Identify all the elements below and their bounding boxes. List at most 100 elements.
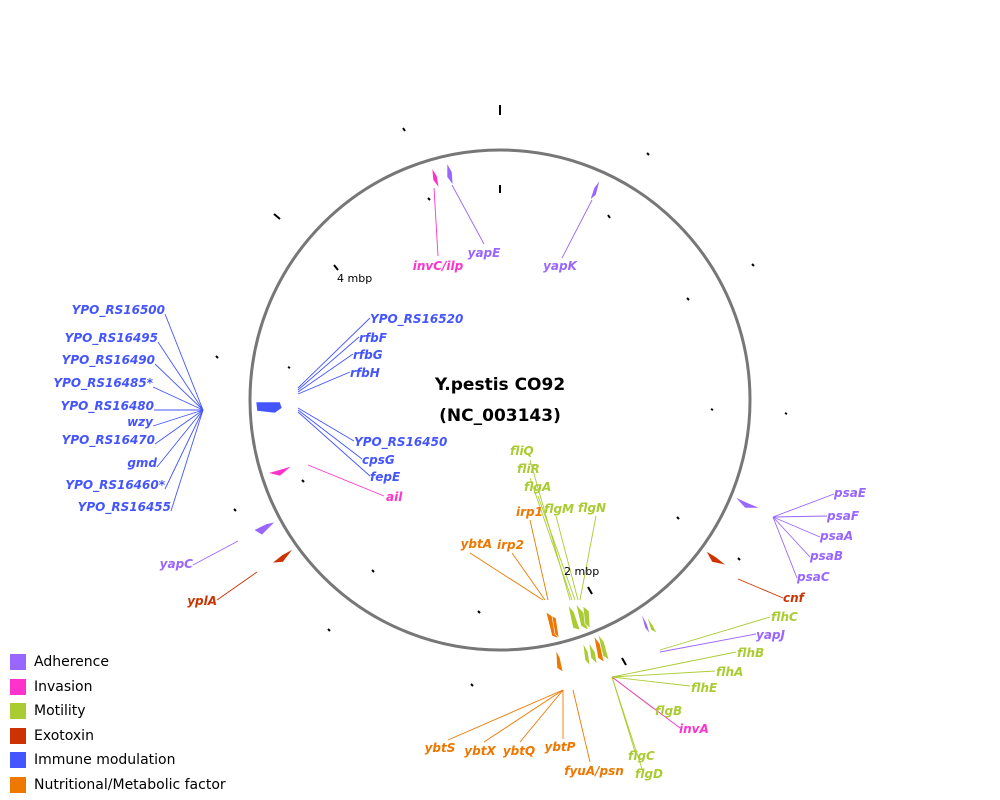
- scale-tick: [371, 569, 375, 573]
- scale-tick: [686, 297, 690, 301]
- scale-tick: [470, 683, 474, 687]
- gene-label: flgM: [544, 502, 574, 516]
- gene-label: ybtQ: [503, 744, 535, 758]
- scale-tick: [676, 516, 680, 520]
- gene-label: irp2: [497, 538, 524, 552]
- gene-feature: [253, 521, 276, 536]
- scale-tick: [710, 408, 714, 411]
- leader-line: [529, 477, 573, 601]
- gene-label: invC/ilp: [413, 259, 464, 273]
- gene-label: psaE: [833, 486, 867, 500]
- legend-swatch: [10, 678, 26, 695]
- scale-tick: [273, 213, 281, 220]
- legend-item-nutritional-metabolic: Nutritional/Metabolic factor: [10, 773, 226, 798]
- gene-label: YPO_RS16500: [72, 303, 165, 318]
- gene-feature: [431, 167, 440, 189]
- scale-tick: [402, 127, 406, 132]
- leader-line: [511, 552, 546, 601]
- gene-feature: [266, 465, 293, 477]
- gene-label: flhC: [771, 610, 798, 624]
- scale-tick: [607, 214, 611, 219]
- leader-line: [772, 516, 798, 579]
- legend-item-exotoxin: Exotoxin: [10, 724, 226, 749]
- gene-feature: [734, 496, 761, 509]
- leader-line: [297, 353, 354, 393]
- gene-label: yapC: [160, 557, 194, 571]
- leader-line: [154, 409, 204, 445]
- gene-label: yapK: [543, 259, 579, 273]
- legend-label: Motility: [34, 703, 86, 720]
- gene-label: rfbF: [359, 331, 388, 345]
- leader-line: [772, 516, 821, 538]
- leader-line: [611, 651, 737, 678]
- legend-label: Invasion: [34, 678, 93, 695]
- leader-line: [529, 519, 549, 601]
- leader-line: [772, 516, 811, 558]
- scale-tick: [784, 412, 788, 415]
- gene-feature: [446, 161, 454, 187]
- gene-label: psaB: [809, 549, 843, 563]
- gene-label: psaA: [819, 529, 853, 543]
- leader-line: [152, 386, 204, 411]
- gene-label: YPO_RS16490: [62, 353, 155, 368]
- gene-label: YPO_RS16480: [61, 399, 154, 414]
- leader-line: [297, 336, 360, 391]
- gene-label: flgC: [628, 749, 655, 763]
- leader-line: [164, 313, 204, 411]
- leader-line: [555, 515, 579, 601]
- gene-label: fepE: [370, 470, 401, 484]
- legend: Adherence Invasion Motility Exotoxin Imm…: [10, 650, 226, 797]
- gene-label: rfbG: [353, 348, 383, 362]
- leader-line: [579, 515, 597, 601]
- gene-label: ybtX: [464, 744, 496, 758]
- gene-label: flhB: [737, 646, 764, 660]
- gene-label: wzy: [127, 415, 154, 429]
- leader-line: [451, 184, 485, 245]
- legend-label: Nutritional/Metabolic factor: [34, 776, 226, 793]
- gene-feature: [593, 635, 605, 663]
- leader-line: [216, 571, 258, 601]
- legend-item-motility: Motility: [10, 699, 226, 724]
- gene-label: YPO_RS16495: [65, 331, 158, 346]
- leader-line: [433, 187, 439, 257]
- leader-line: [737, 578, 784, 599]
- genome-circle: [248, 148, 752, 652]
- leader-line: [611, 670, 716, 678]
- leader-line: [297, 317, 371, 389]
- gene-feature: [582, 642, 591, 668]
- legend-swatch: [10, 776, 26, 793]
- leader-line: [157, 341, 204, 411]
- scale-tick: [737, 557, 741, 561]
- scale-tick: [621, 657, 627, 666]
- gene-label: invA: [679, 722, 709, 736]
- legend-swatch: [10, 654, 26, 671]
- scale-tick: [327, 628, 331, 632]
- scale-label-4mbp: 4 mbp: [337, 272, 372, 285]
- gene-label: YPO_RS16450: [354, 435, 447, 450]
- gene-label: YPO_RS16455: [78, 500, 171, 515]
- gene-label: yapE: [468, 246, 502, 260]
- gene-label: irp1: [516, 505, 543, 519]
- gene-labels: invC/ilpyapEyapKYPO_RS16520rfbFrfbGrfbHY…: [53, 246, 866, 781]
- leader-line: [611, 676, 691, 687]
- gene-label: ybtP: [545, 740, 576, 754]
- legend-label: Exotoxin: [34, 727, 94, 744]
- gene-label: fyuA/psn: [564, 764, 624, 778]
- leader-line: [659, 616, 771, 651]
- gene-label: yplA: [187, 594, 217, 608]
- gene-label: flgB: [655, 704, 682, 718]
- scale-tick: [215, 355, 219, 359]
- leader-line: [164, 409, 204, 490]
- gene-feature: [255, 401, 283, 414]
- gene-label: psaF: [826, 509, 860, 523]
- scale-ticks: [215, 105, 788, 687]
- leader-line: [772, 515, 828, 518]
- gene-feature: [271, 548, 294, 564]
- genome-title-line2: (NC_003143): [439, 406, 561, 426]
- gene-feature: [597, 633, 610, 661]
- scale-tick: [287, 366, 291, 369]
- leader-line: [307, 464, 385, 497]
- leader-line: [192, 540, 239, 566]
- gene-feature: [551, 615, 560, 639]
- leader-line: [611, 676, 681, 729]
